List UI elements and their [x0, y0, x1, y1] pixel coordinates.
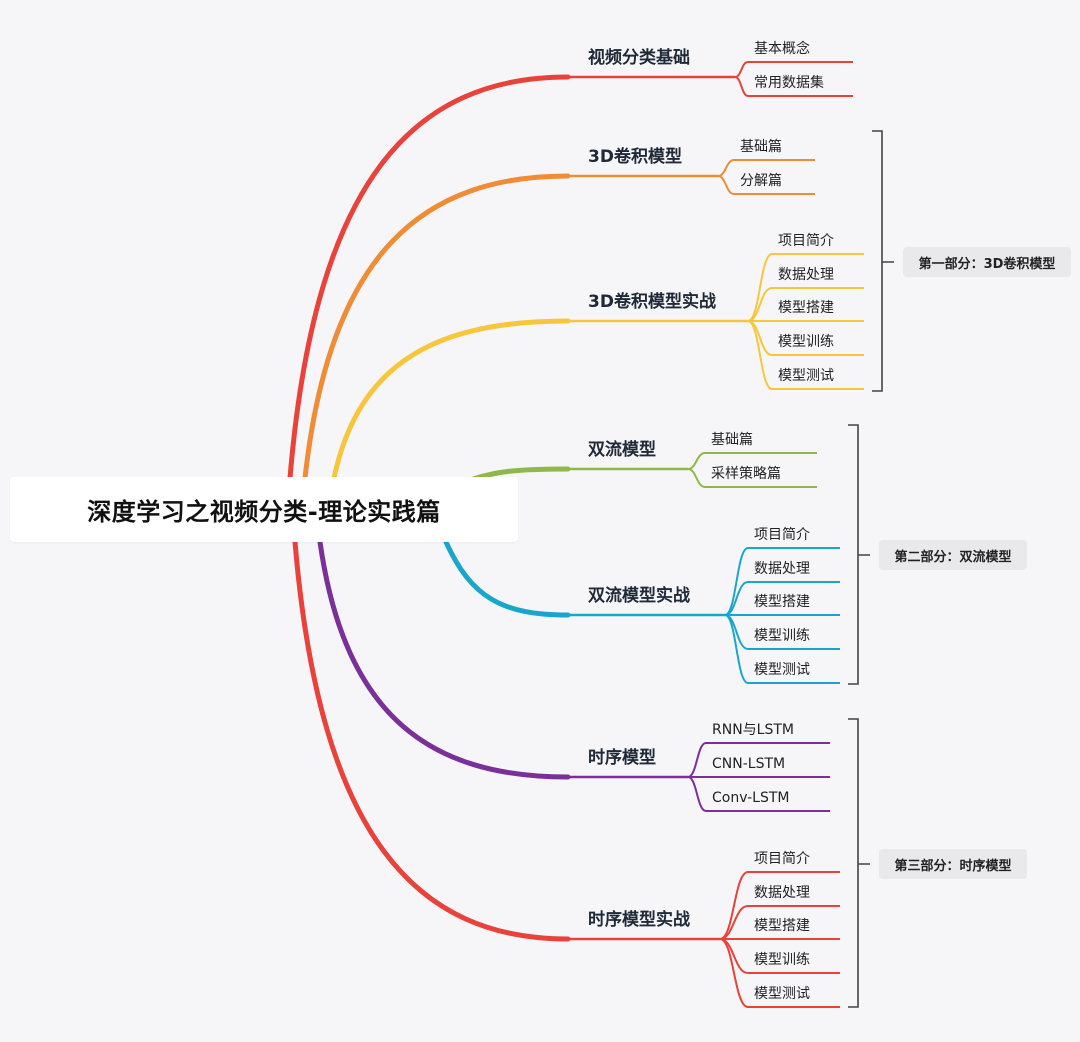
child-connector-b6-2 — [687, 776, 830, 812]
child-connector-b2-1 — [717, 175, 815, 195]
child-label-b7-2[interactable]: 模型搭建 — [754, 918, 810, 934]
child-connector-b3-4 — [747, 320, 864, 390]
child-label-b3-3[interactable]: 模型训练 — [778, 334, 834, 350]
child-label-b4-0[interactable]: 基础篇 — [711, 431, 753, 448]
child-label-b7-3[interactable]: 模型训练 — [754, 952, 810, 968]
child-label-b5-3[interactable]: 模型训练 — [754, 628, 810, 644]
child-label-b6-0[interactable]: RNN与LSTM — [712, 722, 794, 738]
child-label-b1-0[interactable]: 基本概念 — [754, 40, 810, 57]
child-label-b3-0[interactable]: 项目简介 — [778, 232, 834, 249]
section-bracket-2 — [848, 424, 870, 685]
child-label-b7-1[interactable]: 数据处理 — [754, 885, 810, 901]
child-connector-b5-4 — [724, 614, 840, 684]
child-connector-b4-1 — [687, 468, 817, 488]
child-connector-b3-1 — [747, 287, 864, 322]
child-label-b2-1[interactable]: 分解篇 — [740, 173, 782, 189]
child-connector-b2-0 — [717, 159, 815, 177]
section-label-part-3: 第三部分：时序模型 — [879, 849, 1027, 879]
child-connector-b7-1 — [719, 905, 840, 940]
child-label-b6-2[interactable]: Conv-LSTM — [712, 790, 790, 806]
branch-label-b6[interactable]: 时序模型 — [588, 747, 656, 768]
child-label-b5-2[interactable]: 模型搭建 — [754, 594, 810, 610]
branch-curve-b5 — [443, 539, 571, 618]
child-label-b2-0[interactable]: 基础篇 — [740, 138, 782, 155]
branch-label-b7[interactable]: 时序模型实战 — [588, 909, 690, 930]
section-label-part-1: 第一部分：3D卷积模型 — [903, 247, 1071, 277]
child-label-b6-1[interactable]: CNN-LSTM — [712, 756, 785, 772]
branch-curve-b1 — [287, 74, 571, 481]
child-label-b5-0[interactable]: 项目简介 — [754, 526, 810, 543]
branch-curve-b2 — [302, 173, 571, 481]
child-connector-b6-0 — [687, 742, 830, 778]
child-connector-b5-1 — [724, 581, 840, 616]
branch-label-b3[interactable]: 3D卷积模型实战 — [588, 291, 716, 312]
section-bracket-1 — [872, 130, 894, 392]
child-label-b3-4[interactable]: 模型测试 — [778, 368, 834, 384]
child-label-b3-1[interactable]: 数据处理 — [778, 267, 834, 283]
branch-label-b5[interactable]: 双流模型实战 — [588, 585, 690, 606]
child-connector-b1-1 — [734, 76, 853, 97]
child-connector-b7-4 — [719, 938, 840, 1008]
branch-label-b1[interactable]: 视频分类基础 — [588, 47, 690, 68]
child-connector-b7-0 — [719, 871, 840, 940]
branch-curve-b6 — [317, 539, 571, 780]
root-node[interactable]: 深度学习之视频分类-理论实践篇 — [10, 477, 518, 542]
root-title: 深度学习之视频分类-理论实践篇 — [87, 498, 441, 526]
section-bracket-3 — [848, 718, 870, 1008]
child-connector-b3-0 — [747, 253, 864, 322]
child-label-b5-1[interactable]: 数据处理 — [754, 561, 810, 577]
child-label-b4-1[interactable]: 采样策略篇 — [711, 465, 781, 482]
section-label-part-2: 第二部分：双流模型 — [879, 540, 1027, 570]
child-label-b5-4[interactable]: 模型测试 — [754, 662, 810, 678]
child-connector-b5-0 — [724, 547, 840, 616]
child-label-b7-4[interactable]: 模型测试 — [754, 986, 810, 1002]
branch-curve-b3 — [331, 318, 571, 481]
child-connector-b4-0 — [687, 452, 817, 470]
child-label-b1-1[interactable]: 常用数据集 — [754, 74, 824, 91]
branch-curve-b7 — [292, 539, 571, 942]
branch-label-b2[interactable]: 3D卷积模型 — [588, 146, 682, 167]
child-label-b3-2[interactable]: 模型搭建 — [778, 300, 834, 316]
child-label-b7-0[interactable]: 项目简介 — [754, 850, 810, 867]
branch-label-b4[interactable]: 双流模型 — [588, 439, 656, 460]
